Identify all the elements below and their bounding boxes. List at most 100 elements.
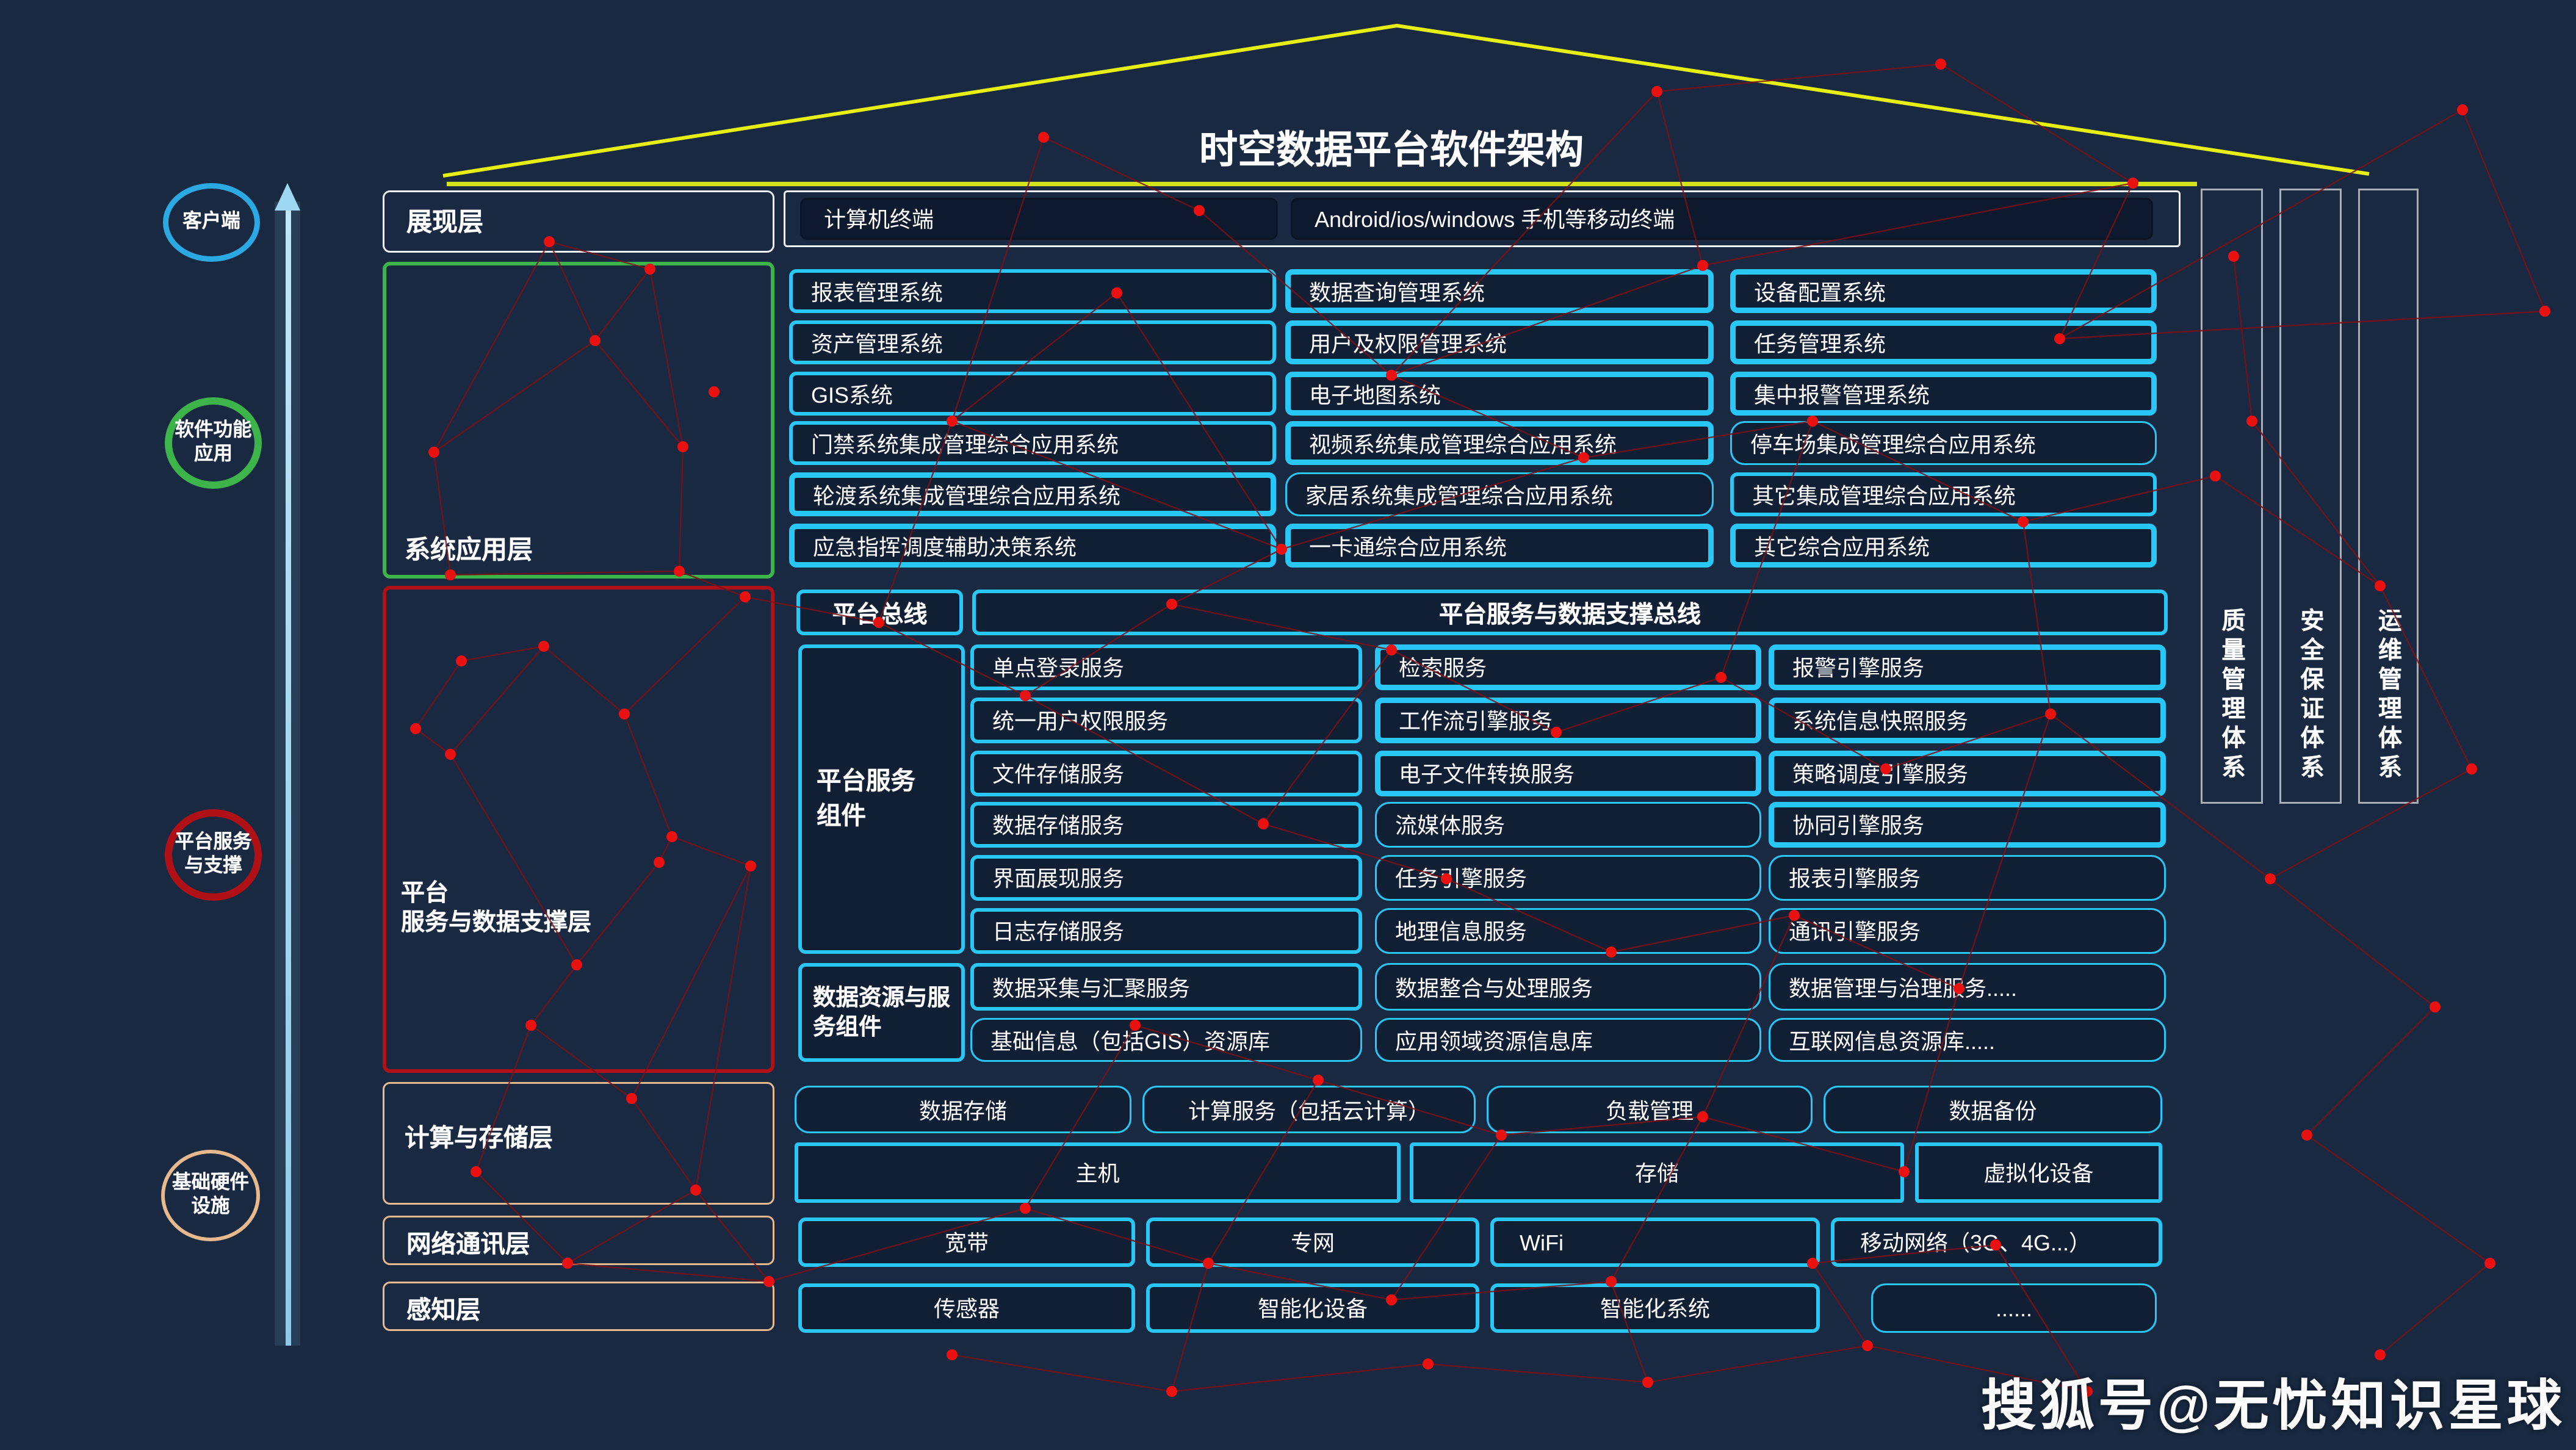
app-label: 轮渡系统集成管理综合应用系统 (813, 482, 1121, 508)
app-label: 设备配置系统 (1754, 279, 1886, 305)
svc-c2-r2: 工作流引擎服务 (1375, 698, 1761, 743)
app-c1-r2: 资产管理系统 (789, 320, 1276, 364)
app-label: 集中报警管理系统 (1754, 381, 1930, 408)
up-arrow-line (286, 209, 291, 1346)
svc-label: 流媒体服务 (1395, 813, 1506, 839)
network-label: 宽带 (944, 1230, 989, 1256)
layer-compute-label: 计算与存储层 (405, 1124, 553, 1152)
network-c3: WiFi (1490, 1217, 1820, 1267)
bar-quality-label: 质量管理体系 (2218, 608, 2246, 784)
app-label: 停车场集成管理综合应用系统 (1750, 431, 2037, 457)
watermark: 搜狐号@无忧知识星球 (1981, 1377, 2566, 1437)
app-label: 数据查询管理系统 (1309, 279, 1485, 305)
layer-application (383, 262, 774, 579)
perception-c3: 智能化系统 (1490, 1283, 1820, 1333)
app-c3-r1: 设备配置系统 (1730, 269, 2157, 313)
svc-c2-r1: 检索服务 (1375, 644, 1761, 690)
perception-label: 传感器 (933, 1296, 1000, 1322)
data-group-label-line1: 数据资源与服 (813, 984, 951, 1011)
data-c3-r1: 数据管理与治理服务..... (1769, 963, 2166, 1011)
svc-label: 工作流引擎服务 (1399, 709, 1553, 734)
bar-quality-system: 质量管理体系 (2201, 189, 2263, 804)
up-arrow-head-icon (275, 183, 300, 211)
svc-c3-r6: 通讯引擎服务 (1769, 908, 2166, 954)
data-c2-r2: 应用领域资源信息库 (1375, 1018, 1761, 1062)
svc-c1-r1: 单点登录服务 (970, 644, 1362, 690)
app-c2-r3: 电子地图系统 (1285, 372, 1714, 416)
app-c2-r2: 用户及权限管理系统 (1285, 320, 1714, 364)
compute-r1-c1: 数据存储 (795, 1086, 1131, 1133)
services-group-label-line2: 组件 (817, 801, 866, 829)
data-label: 数据管理与治理服务..... (1789, 975, 2018, 1001)
svc-c1-r2: 统一用户权限服务 (970, 698, 1362, 743)
compute-label: 计算服务（包括云计算） (1188, 1097, 1430, 1124)
services-group-label-box: 平台服务 组件 (798, 644, 965, 954)
svc-c3-r5: 报表引擎服务 (1769, 855, 2166, 901)
app-c3-r6: 其它综合应用系统 (1730, 524, 2157, 568)
svc-c1-r6: 日志存储服务 (970, 908, 1362, 954)
app-label: 其它综合应用系统 (1754, 533, 1930, 560)
data-c1-r1: 数据采集与汇聚服务 (970, 963, 1362, 1011)
app-c2-r4: 视频系统集成管理综合应用系统 (1285, 421, 1714, 465)
compute-r1-c3: 负载管理 (1487, 1086, 1813, 1133)
bar-operations-system: 运维管理体系 (2358, 189, 2419, 804)
app-c2-r5: 家居系统集成管理综合应用系统 (1285, 472, 1714, 516)
compute-label: 虚拟化设备 (1983, 1161, 2094, 1186)
compute-r2-c1: 主机 (795, 1142, 1401, 1203)
network-label: 移动网络（3G、4G...） (1860, 1230, 2091, 1256)
bus-left-label: 平台总线 (832, 601, 928, 628)
compute-r1-c4: 数据备份 (1824, 1086, 2162, 1133)
app-c1-r1: 报表管理系统 (789, 269, 1276, 313)
layer-network: 网络通讯层 (383, 1216, 774, 1265)
circle-client-label: 客户端 (182, 211, 240, 233)
network-c1: 宽带 (798, 1217, 1135, 1267)
network-c4: 移动网络（3G、4G...） (1831, 1217, 2162, 1267)
data-group-label-box: 数据资源与服 务组件 (798, 963, 965, 1062)
app-label: GIS系统 (811, 381, 893, 408)
layer-platform-line2: 服务与数据支撑层 (401, 908, 592, 936)
app-c3-r3: 集中报警管理系统 (1730, 372, 2157, 416)
app-label: 用户及权限管理系统 (1309, 330, 1507, 356)
compute-label: 存储 (1634, 1161, 1679, 1186)
app-label: 资产管理系统 (811, 330, 943, 356)
data-group-label-line2: 务组件 (813, 1014, 882, 1040)
bus-left: 平台总线 (796, 590, 963, 635)
perception-c1: 传感器 (798, 1283, 1135, 1333)
perception-label: 智能化设备 (1257, 1296, 1368, 1322)
svc-label: 通讯引擎服务 (1789, 919, 1921, 945)
svc-label: 单点登录服务 (992, 655, 1125, 681)
app-c1-r4: 门禁系统集成管理综合应用系统 (789, 421, 1276, 465)
svc-label: 界面展现服务 (992, 866, 1125, 892)
svc-label: 任务引擎服务 (1395, 866, 1528, 892)
svc-c2-r5: 任务引擎服务 (1375, 855, 1761, 901)
app-label: 视频系统集成管理综合应用系统 (1309, 431, 1617, 457)
data-label: 应用领域资源信息库 (1395, 1028, 1593, 1054)
circle-hardware-label: 基础硬件设施 (172, 1172, 249, 1217)
compute-label: 主机 (1075, 1161, 1120, 1186)
svc-c3-r1: 报警引擎服务 (1769, 644, 2166, 690)
perception-c2: 智能化设备 (1146, 1283, 1479, 1333)
bus-main-label: 平台服务与数据支撑总线 (1438, 601, 1701, 628)
layer-presentation-label: 展现层 (406, 207, 483, 236)
layer-perception: 感知层 (383, 1282, 774, 1331)
svc-c2-r6: 地理信息服务 (1375, 908, 1761, 954)
terminal-mobile: Android/ios/windows 手机等移动终端 (1291, 198, 2153, 240)
circle-software-function-label: 软件功能应用 (175, 420, 252, 465)
svc-c3-r4: 协同引擎服务 (1769, 802, 2166, 848)
page-title: 时空数据平台软件架构 (1199, 130, 1584, 172)
data-label: 数据整合与处理服务 (1395, 975, 1593, 1001)
data-label: 互联网信息资源库..... (1789, 1028, 1996, 1054)
app-label: 任务管理系统 (1754, 330, 1886, 356)
svc-label: 报警引擎服务 (1792, 655, 1925, 681)
svc-label: 协同引擎服务 (1792, 813, 1925, 839)
compute-label: 数据备份 (1949, 1097, 2037, 1124)
compute-label: 数据存储 (918, 1097, 1007, 1124)
compute-r1-c2: 计算服务（包括云计算） (1142, 1086, 1476, 1133)
app-c3-r4: 停车场集成管理综合应用系统 (1730, 421, 2157, 465)
layer-perception-label: 感知层 (406, 1295, 481, 1323)
svc-label: 数据存储服务 (992, 813, 1125, 839)
compute-r2-c3: 虚拟化设备 (1915, 1142, 2162, 1203)
app-c2-r6: 一卡通综合应用系统 (1285, 524, 1714, 568)
layer-platform-line1: 平台 (401, 879, 449, 906)
app-c3-r5: 其它集成管理综合应用系统 (1730, 472, 2157, 516)
